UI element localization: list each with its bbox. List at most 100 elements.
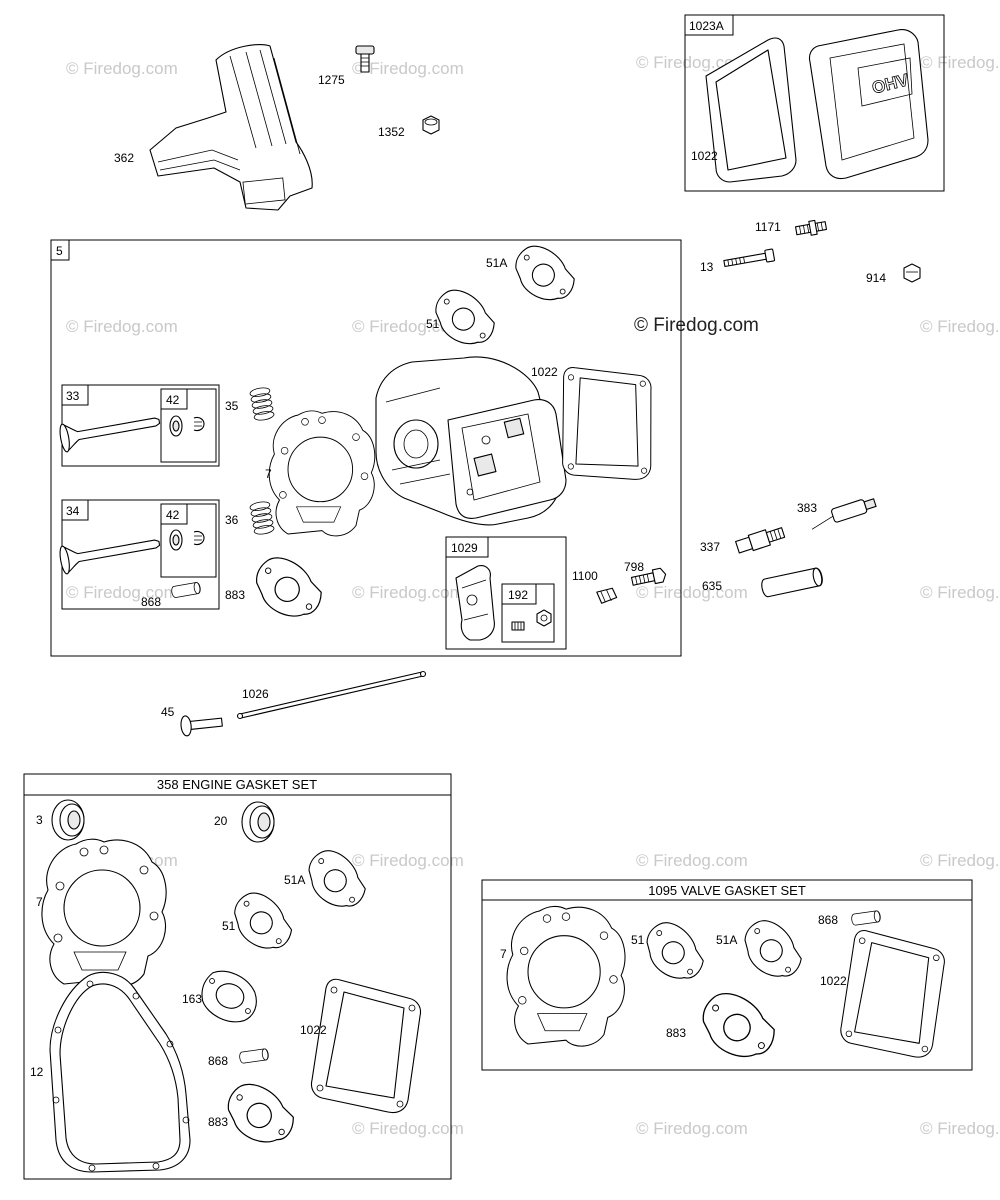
part-label: 868 [141, 595, 161, 609]
valve-seal-868 [238, 1048, 270, 1064]
adjuster-1100 [596, 587, 618, 604]
part-label: 868 [818, 913, 838, 927]
watermark: © Firedog.com [920, 851, 1000, 870]
part-label: 12 [30, 1065, 44, 1079]
head-gasket-7 [506, 905, 626, 1047]
cover-gasket-1022 [840, 929, 945, 1058]
cover-gasket [705, 37, 797, 183]
part-label: 383 [797, 501, 817, 515]
rocker-arm-box [445, 536, 567, 650]
watermark: © Firedog.com [352, 851, 464, 870]
part-label: 51A [284, 873, 305, 887]
head-assembly-tag [50, 239, 70, 261]
bolt-13 [722, 248, 776, 270]
valve-retainer [169, 529, 183, 551]
watermark: © Firedog.com [636, 583, 748, 602]
valve-spring-35 [248, 386, 276, 422]
intake-gasket-51A [506, 239, 583, 309]
watermark: © Firedog.com [352, 1119, 464, 1138]
watermark: © Firedog.com [352, 59, 464, 78]
part-label: 13 [700, 260, 714, 274]
intake-gasket-883 [693, 986, 784, 1066]
part-label: 7 [265, 467, 272, 481]
box-label: 42 [166, 393, 180, 407]
valve-cover: OHV [808, 29, 929, 180]
engine-gasket-set-title: 358 ENGINE GASKET SET [157, 777, 317, 792]
exhaust-valve [57, 528, 163, 576]
nut-914 [903, 263, 921, 283]
box-label: 192 [508, 588, 528, 602]
part-label: 1022 [820, 974, 847, 988]
part-label: 7 [500, 947, 507, 961]
part-label: 51 [222, 919, 236, 933]
part-label: 51A [716, 933, 737, 947]
valve-spring-36 [248, 500, 276, 536]
part-label: 1171 [755, 220, 781, 234]
box-label: 5 [56, 244, 63, 258]
part-label: 883 [666, 1026, 686, 1040]
stud-1171 [794, 219, 828, 236]
part-label: 883 [225, 588, 245, 602]
part-label: 1100 [572, 569, 598, 583]
part-label: 914 [866, 271, 886, 285]
part-label: 7 [36, 895, 43, 909]
part-label: 1026 [242, 687, 269, 701]
part-label: 1022 [531, 365, 558, 379]
watermark: © Firedog.com [920, 317, 1000, 336]
watermark: © Firedog.com [920, 583, 1000, 602]
part-label: 51 [426, 317, 440, 331]
exhaust-gasket-51 [223, 885, 302, 958]
head-assembly-box [50, 239, 682, 657]
intake-gasket-883 [219, 1078, 302, 1151]
head-gasket-7 [268, 410, 376, 537]
shroud-part [149, 43, 313, 211]
oil-seal-20 [241, 801, 275, 843]
part-label: 20 [214, 814, 228, 828]
intake-gasket-51A [733, 913, 812, 987]
valve-gasket-set-title: 1095 VALVE GASKET SET [648, 883, 806, 898]
watermark: © Firedog.com [352, 317, 464, 336]
nut-part [422, 115, 440, 135]
exhaust-valve-tag [61, 499, 89, 521]
part-label: 51A [486, 256, 507, 270]
part-label: 1275 [318, 73, 345, 87]
part-label: 35 [225, 399, 239, 413]
part-label: 1022 [300, 1023, 327, 1037]
rocker-nut [536, 609, 552, 627]
breather-798 [630, 567, 667, 586]
part-label: 362 [114, 151, 134, 165]
part-label: 51 [631, 933, 645, 947]
gasket-163 [201, 970, 257, 1023]
watermark: © Firedog.com [636, 1119, 748, 1138]
part-label: 45 [161, 705, 175, 719]
intake-valve-tag [61, 384, 89, 406]
head-gasket-7 [41, 838, 167, 987]
part-label: 798 [624, 560, 644, 574]
part-label: 36 [225, 513, 239, 527]
tappet-45 [180, 715, 223, 737]
retainer-tag-2 [160, 503, 188, 525]
watermark: © Firedog.com [66, 59, 178, 78]
box-label: 1029 [451, 541, 478, 555]
watermark: © Firedog.com [636, 53, 748, 72]
crankcase-gasket-12 [49, 971, 191, 1173]
box-label: 42 [166, 508, 180, 522]
watermarks: © Firedog.com © Firedog.com © Firedog.co… [66, 53, 1000, 1138]
cover-gasket-1022 [310, 978, 422, 1114]
box-label: 33 [66, 389, 80, 403]
valve-keeper [193, 416, 205, 432]
watermark: © Firedog.com [920, 53, 1000, 72]
rocker-nut-tag [501, 583, 537, 605]
watermark: © Firedog.com [920, 1119, 1000, 1138]
spark-plug-337 [735, 527, 786, 554]
rocker-stud [511, 621, 525, 631]
part-label: 883 [208, 1115, 228, 1129]
part-label: 1352 [378, 125, 405, 139]
rocker-arm [455, 565, 495, 641]
cover-kit-tag [684, 14, 734, 36]
box-label: 34 [66, 504, 80, 518]
valve-keeper [193, 530, 205, 546]
part-label: 1022 [691, 149, 718, 163]
spark-plug-boot-383 [811, 498, 877, 530]
